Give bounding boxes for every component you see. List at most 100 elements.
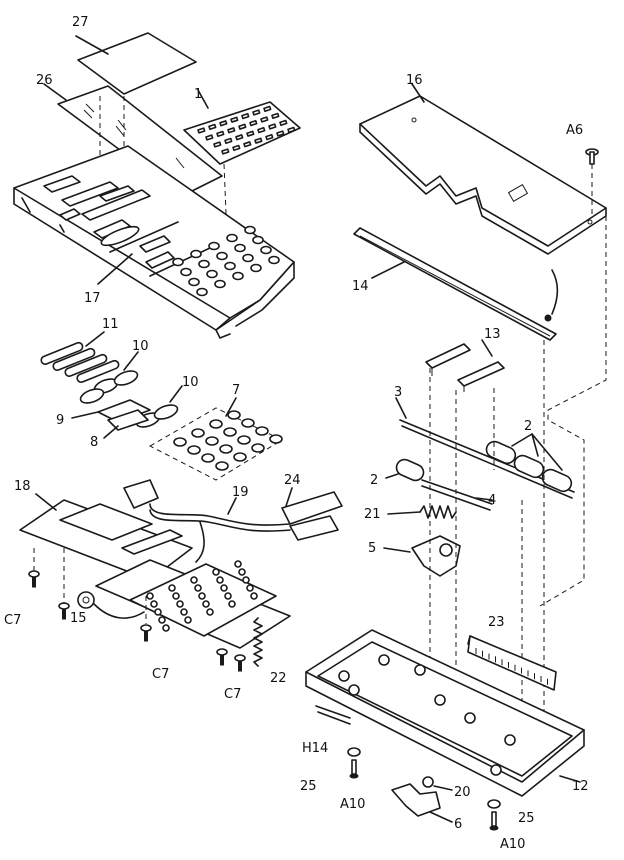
label-24: 24 xyxy=(284,473,301,488)
board-contact xyxy=(158,616,166,624)
board-contact xyxy=(246,584,254,592)
label-3: 3 xyxy=(394,385,402,400)
part-9-8-actuators xyxy=(71,399,151,439)
board-contact xyxy=(176,600,184,608)
part-27-label-sheet xyxy=(75,32,197,95)
key-sheet-key xyxy=(271,112,280,120)
keypad-button xyxy=(269,434,283,444)
board-contact xyxy=(202,600,210,608)
keypad-button xyxy=(233,452,247,462)
part-18-main-board xyxy=(19,493,291,649)
part-12-lower-case xyxy=(305,629,585,797)
part-21-spring xyxy=(387,505,457,519)
label-27: 27 xyxy=(72,15,89,30)
label-15: 15 xyxy=(70,611,87,626)
label-22: 22 xyxy=(270,671,287,686)
keypad-button xyxy=(173,437,187,447)
board-contact xyxy=(206,608,214,616)
label-1: 1 xyxy=(194,87,202,102)
keypad-button xyxy=(215,461,229,471)
screw-head xyxy=(234,654,246,662)
keypad-button xyxy=(209,419,223,429)
board-contact xyxy=(146,592,154,600)
board-contact xyxy=(168,584,176,592)
board-contact xyxy=(238,568,246,576)
case-boss xyxy=(348,684,360,696)
part-22-spring xyxy=(253,617,263,667)
label-4: 4 xyxy=(488,493,496,508)
key-button xyxy=(52,347,96,372)
board-contact xyxy=(234,560,242,568)
part-17-upper-case xyxy=(13,145,295,339)
key-sheet-key xyxy=(219,120,228,127)
screw-shank xyxy=(144,630,148,642)
case-boss xyxy=(504,734,516,746)
key-sheet-key xyxy=(238,123,247,130)
screw-shank xyxy=(238,660,242,672)
key-sheet-key xyxy=(279,119,288,127)
label-25a: 25 xyxy=(300,779,317,794)
key-sheet-key xyxy=(263,105,272,113)
case-boss xyxy=(414,664,426,676)
case-key-hole xyxy=(244,225,256,235)
key-sheet-key xyxy=(241,112,250,120)
screw-head xyxy=(216,648,228,656)
key-sheet-key xyxy=(257,126,266,134)
case-key-hole xyxy=(226,233,238,243)
label-12: 12 xyxy=(572,779,589,794)
key-sheet-key xyxy=(205,134,214,141)
label-2b: 2 xyxy=(370,473,378,488)
part-2-rollers xyxy=(385,433,573,493)
board-contact xyxy=(198,592,206,600)
key-sheet-key xyxy=(260,116,269,123)
key-sheet-key xyxy=(230,116,239,123)
case-key-hole xyxy=(216,251,228,261)
case-key-hole xyxy=(190,249,202,259)
board-contact xyxy=(180,608,188,616)
case-key-hole xyxy=(250,263,262,273)
label-11: 11 xyxy=(102,317,119,332)
keypad-button xyxy=(187,445,201,455)
board-contact xyxy=(190,576,198,584)
case-boss xyxy=(338,670,350,682)
label-7: 7 xyxy=(232,383,240,398)
part-20-clip xyxy=(422,776,453,791)
key-sheet-key xyxy=(249,119,258,127)
board-contact xyxy=(228,600,236,608)
label-14: 14 xyxy=(352,279,369,294)
keypad-button xyxy=(255,426,269,436)
label-20: 20 xyxy=(454,785,471,800)
part-23-board-strip xyxy=(467,635,557,691)
label-6: 6 xyxy=(454,817,462,832)
case-key-hole xyxy=(172,257,184,267)
key-sheet-key xyxy=(235,134,244,141)
part-1-key-sheet xyxy=(183,89,301,165)
key-sheet-key xyxy=(227,127,236,134)
keypad-button xyxy=(219,444,233,454)
case-key-hole xyxy=(242,253,254,263)
case-key-hole xyxy=(234,243,246,253)
screw-shank xyxy=(220,654,224,666)
board-contact xyxy=(224,592,232,600)
label-c7c: C7 xyxy=(224,687,241,702)
label-16: 16 xyxy=(406,73,423,88)
case-boss xyxy=(378,654,390,666)
label-13: 13 xyxy=(484,327,501,342)
board-contact xyxy=(184,616,192,624)
board-contact xyxy=(154,608,162,616)
label-21: 21 xyxy=(364,507,381,522)
part-11-key-buttons xyxy=(40,331,120,384)
label-19: 19 xyxy=(232,485,249,500)
part-15-grommet xyxy=(77,591,145,619)
key-button xyxy=(64,353,108,378)
key-sheet-key xyxy=(252,109,261,116)
screw-a6 xyxy=(585,148,599,214)
case-key-hole xyxy=(214,279,226,289)
keypad-button xyxy=(251,443,265,453)
case-boss xyxy=(490,764,502,776)
case-key-hole xyxy=(260,245,272,255)
label-a10a: A10 xyxy=(340,797,365,812)
key-sheet-key xyxy=(254,137,263,144)
part-h14-pin xyxy=(315,705,351,725)
